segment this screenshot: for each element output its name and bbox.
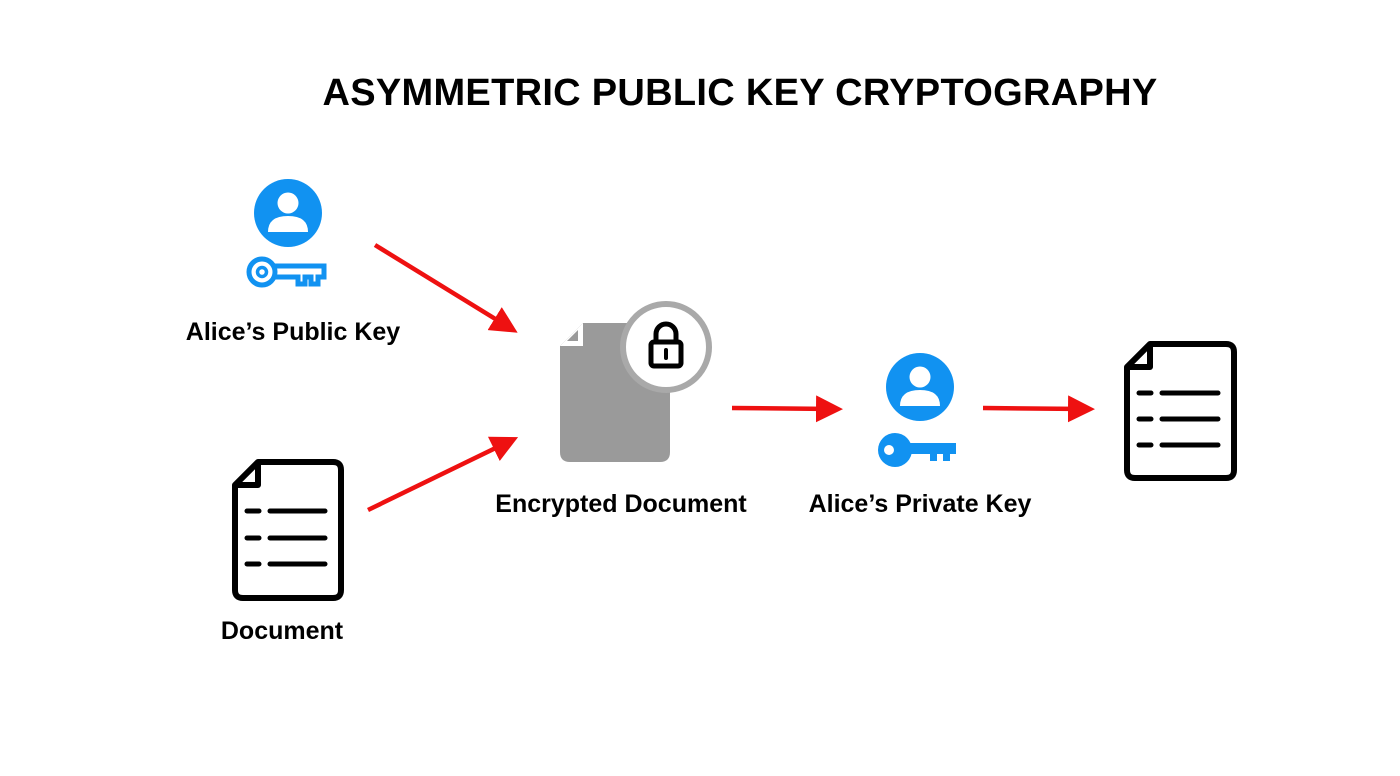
document-icon	[232, 459, 344, 601]
arrows	[367, 243, 1095, 513]
arrow-encrypted-to-private-key	[731, 395, 843, 423]
document-label: Document	[220, 617, 344, 645]
decrypted-document-icon	[1124, 341, 1237, 481]
diagram-title: ASYMMETRIC PUBLIC KEY CRYPTOGRAPHY	[322, 72, 1158, 114]
key-outline-icon	[246, 256, 327, 288]
arrow-document-to-encrypted	[367, 436, 519, 513]
arrow-public-key-to-encrypted	[373, 243, 518, 333]
private-key-node	[878, 353, 956, 467]
public-key-node	[246, 179, 327, 288]
key-solid-icon	[878, 433, 956, 467]
user-icon	[254, 179, 322, 247]
public-key-label: Alice’s Public Key	[185, 318, 401, 346]
private-key-label: Alice’s Private Key	[808, 490, 1032, 518]
encrypted-document-label: Encrypted Document	[495, 490, 747, 518]
encrypted-document-node	[560, 301, 712, 462]
user-icon	[886, 353, 954, 421]
arrow-private-key-to-document	[982, 395, 1095, 423]
lock-icon	[620, 301, 712, 393]
